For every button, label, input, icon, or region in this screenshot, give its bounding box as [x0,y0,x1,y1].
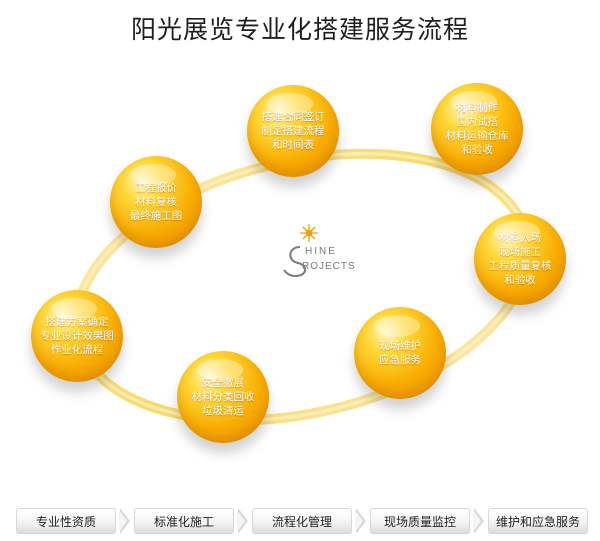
nav-item-process-management: 流程化管理 [252,508,352,534]
nav-item-standard-construction: 标准化施工 [134,508,234,534]
logo-s-mark [283,246,307,278]
step-node-production: 材料制作 国内试搭 材料运输仓库 和验收 [431,83,523,175]
nav-item-qualification: 专业性资质 [16,508,116,534]
nav-item-qualification-label: 专业性资质 [35,514,96,529]
step-node-design-text: 搭建方案确定 专业设计效果图 作业化流程 [40,316,114,356]
shine-projects-logo: HINE ROJECTS [283,224,356,278]
nav-item-process-management-label: 流程化管理 [271,514,332,529]
step-node-dismantle-text: 安全撤展 材料分类回收 垃圾清运 [191,377,255,417]
step-node-maintenance: 现场维护 应急服务 [354,307,446,399]
step-node-onsite: 材料入场 现场施工 工程质量复核 和验收 [474,213,566,305]
nav-item-maintenance-emergency: 维护和应急服务 [488,508,588,534]
page-title: 阳光展览专业化搭建服务流程 [130,15,469,44]
step-node-quotation-text: 工程报价 材料复核 最终施工图 [129,182,183,222]
nav-item-quality-monitoring-label: 现场质量监控 [383,514,456,529]
nav-arrow-icon [119,508,130,534]
nav-item-maintenance-emergency-label: 维护和应急服务 [495,514,580,529]
logo-star-center [305,229,313,237]
step-node-contract-text: 搭建合同签订 制定搭建流程 和时间表 [261,111,325,151]
nav-arrow-icon [237,508,248,534]
logo-word-projects: ROJECTS [302,261,356,272]
nav-item-standard-construction-label: 标准化施工 [153,514,214,529]
logo-word-shine: HINE [305,246,337,257]
step-node-dismantle: 安全撤展 材料分类回收 垃圾清运 [177,351,269,443]
nav-item-quality-monitoring: 现场质量监控 [370,508,470,534]
step-node-maintenance-text: 现场维护 应急服务 [379,340,421,366]
step-node-contract: 搭建合同签订 制定搭建流程 和时间表 [247,85,339,177]
step-node-production-text: 材料制作 国内试搭 材料运输仓库 和验收 [445,102,509,156]
step-node-onsite-text: 材料入场 现场施工 工程质量复核 和验收 [488,232,552,286]
nav-arrow-icon [473,508,484,534]
service-nav: 专业性资质 标准化施工 流程化管理 现场质量监控 维护和应急服务 [16,508,588,534]
step-node-design: 搭建方案确定 专业设计效果图 作业化流程 [31,290,123,382]
nav-arrow-icon [355,508,366,534]
step-node-quotation: 工程报价 材料复核 最终施工图 [110,156,202,248]
